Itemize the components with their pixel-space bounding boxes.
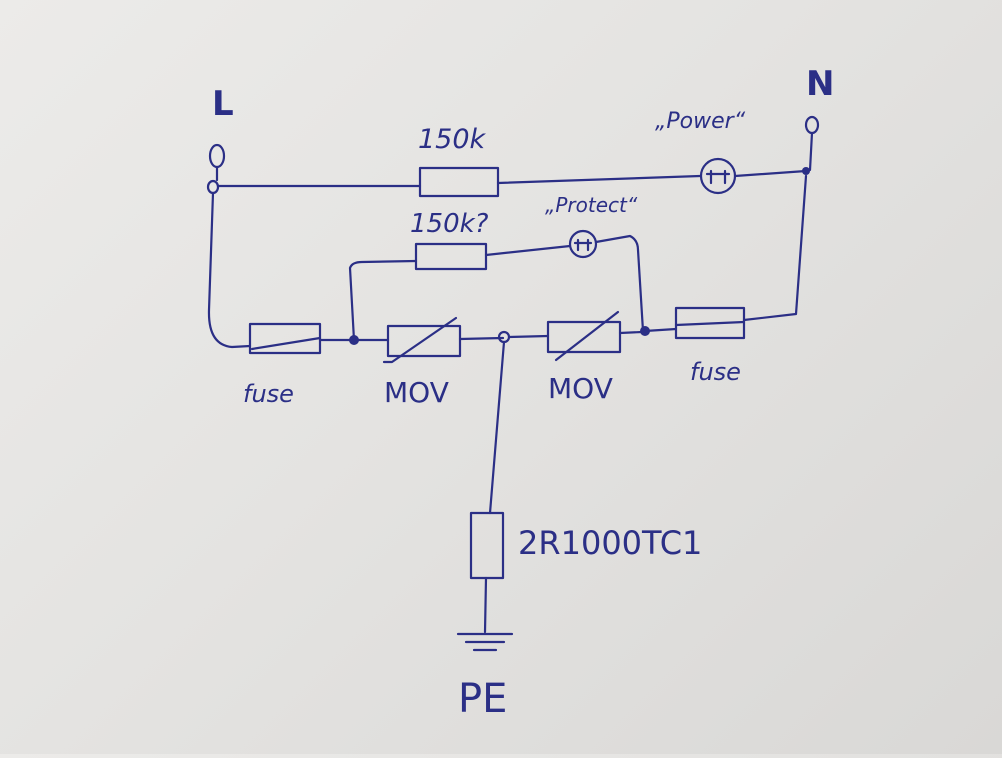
wire-protect-right-down <box>594 234 645 333</box>
mov-right-label: MOV <box>548 372 613 405</box>
fuse-left-label: fuse <box>243 380 294 408</box>
terminal-l-connector <box>208 143 226 169</box>
wire-junction-to-fuse-right <box>643 327 678 333</box>
wire-protect-middle <box>484 244 572 257</box>
protect-lamp-filament <box>573 238 593 252</box>
terminal-pe-label: PE <box>458 676 507 722</box>
fuse-left-strike <box>250 336 322 351</box>
wire-mov-left-to-center <box>458 336 505 341</box>
wire-mov-right-to-junction <box>618 330 644 335</box>
gas-discharge-tube-label: 2R1000TC1 <box>518 524 702 562</box>
junction-l-top <box>206 179 220 195</box>
mov-left <box>386 324 462 358</box>
resistor-150k-power-label: 150k <box>418 124 487 155</box>
wire-n-stub <box>808 131 814 172</box>
wire-top-middle <box>496 174 702 185</box>
protect-indicator-lamp <box>568 229 598 259</box>
mov-left-label: MOV <box>384 376 449 409</box>
terminal-n-connector <box>804 115 820 135</box>
resistor-150k-power <box>418 166 500 198</box>
wire-center-down <box>488 340 506 515</box>
fuse-right-inner-line <box>674 320 746 327</box>
wire-top-right <box>733 169 808 178</box>
mov-right <box>546 320 622 354</box>
protect-indicator-label: „Protect“ <box>545 193 638 217</box>
wire-protect-left-up <box>348 259 418 342</box>
wire-l-down <box>207 191 252 349</box>
power-indicator-lamp <box>699 157 737 195</box>
fuse-right-label: fuse <box>690 358 741 386</box>
terminal-n-label: N <box>806 64 834 104</box>
gas-discharge-tube <box>469 511 505 580</box>
resistor-150k-protect <box>414 242 488 271</box>
power-lamp-filament <box>705 169 731 185</box>
wire-center-to-mov-right <box>507 334 550 339</box>
terminal-l-label: L <box>212 84 234 124</box>
resistor-150k-protect-label: 150k? <box>410 209 489 239</box>
mov-right-varistor-stroke <box>554 310 620 362</box>
mov-left-varistor-stroke <box>382 316 458 364</box>
wire-to-ground <box>483 576 488 634</box>
wire-right-up-to-n <box>742 174 808 322</box>
power-indicator-label: „Power“ <box>655 109 746 134</box>
